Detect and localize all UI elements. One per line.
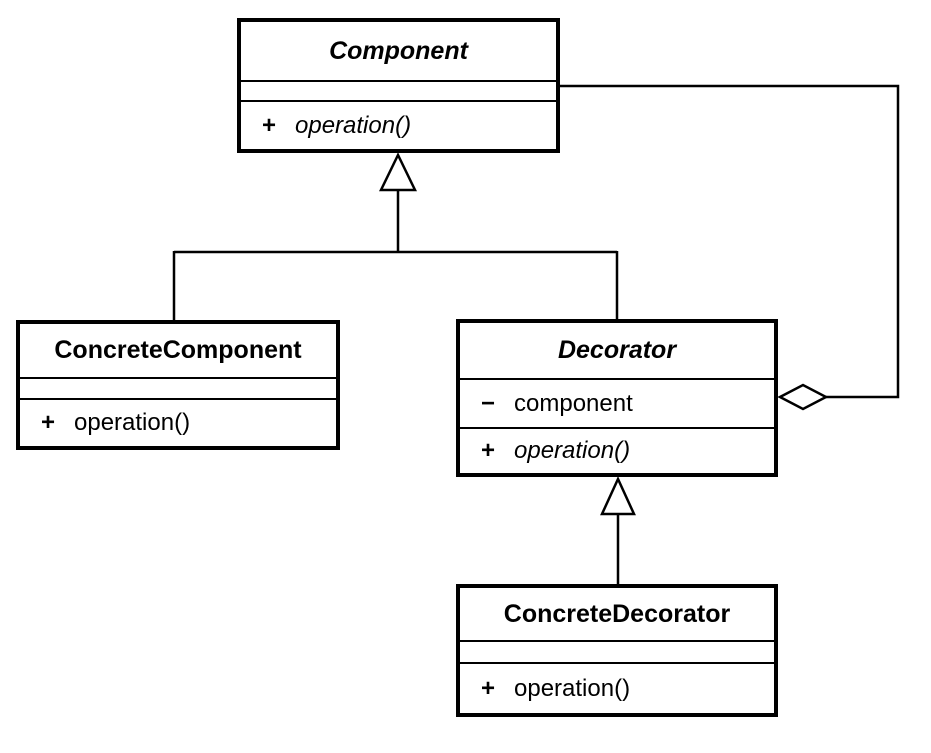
methods-compartment: + operation() xyxy=(241,100,556,149)
attribute-name: component xyxy=(514,389,633,417)
attribute-row: − component xyxy=(460,389,774,417)
method-row: + operation() xyxy=(20,411,336,435)
generalization-arrowhead xyxy=(379,152,417,192)
visibility-marker: + xyxy=(262,111,277,139)
class-concrete-decorator: ConcreteDecorator + operation() xyxy=(456,584,778,717)
attributes-compartment xyxy=(20,377,336,398)
aggregation-connector xyxy=(560,84,900,411)
class-concrete-component: ConcreteComponent + operation() xyxy=(16,320,340,450)
attributes-compartment xyxy=(460,640,774,662)
attributes-compartment xyxy=(241,80,556,100)
method-signature: operation() xyxy=(514,674,631,702)
class-name: Component xyxy=(329,36,468,65)
method-signature: operation() xyxy=(74,409,191,436)
generalization-connector-to-decorator xyxy=(600,475,636,586)
attributes-compartment: − component xyxy=(460,378,774,427)
method-row: + operation() xyxy=(241,111,556,139)
class-name: Decorator xyxy=(557,336,677,364)
class-name: ConcreteComponent xyxy=(54,336,302,364)
class-component: Component + operation() xyxy=(237,18,560,153)
generalization-lines xyxy=(172,190,619,322)
method-signature: operation() xyxy=(514,437,631,464)
methods-compartment: + operation() xyxy=(460,427,774,473)
method-signature: operation() xyxy=(295,111,412,139)
methods-compartment: + operation() xyxy=(460,662,774,713)
aggregation-diamond xyxy=(777,383,829,411)
method-row: + operation() xyxy=(460,674,774,702)
generalization-arrowhead xyxy=(600,475,636,516)
visibility-marker: + xyxy=(41,409,56,436)
methods-compartment: + operation() xyxy=(20,398,336,446)
class-decorator: Decorator − component + operation() xyxy=(456,319,778,477)
class-name: ConcreteDecorator xyxy=(503,599,731,628)
method-row: + operation() xyxy=(460,439,774,463)
aggregation-line xyxy=(560,84,900,399)
generalization-connector-to-component xyxy=(172,152,619,322)
visibility-marker: − xyxy=(481,389,496,417)
visibility-marker: + xyxy=(481,674,496,702)
visibility-marker: + xyxy=(481,437,496,464)
